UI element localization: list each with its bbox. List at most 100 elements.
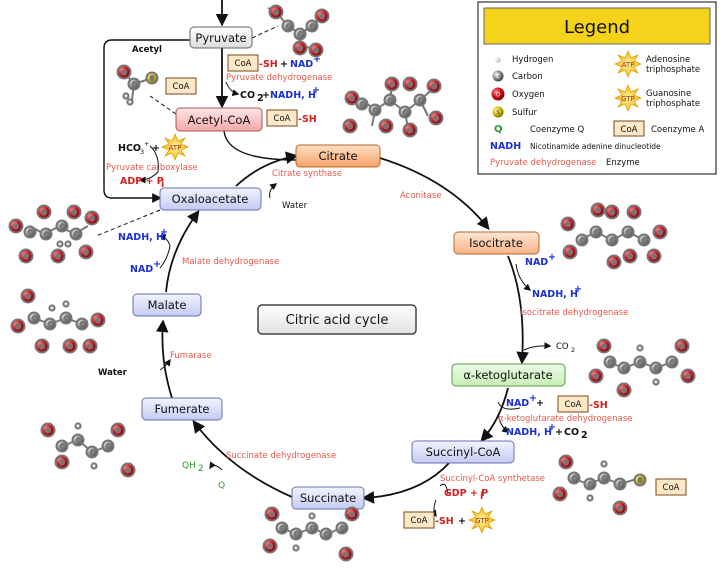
arrow-succinylcoa-to-succinate xyxy=(361,461,451,504)
nad-pdh: NAD xyxy=(290,59,313,70)
molecule-akg xyxy=(588,338,696,398)
qh2-label: QH xyxy=(182,461,196,471)
sh-label-pdh: -SH xyxy=(259,59,278,70)
plus-pdh-out: + xyxy=(262,90,270,101)
node-citrate[interactable]: Citrate xyxy=(295,144,381,168)
idh-cofactors: NAD + NADH, H + CO 2 xyxy=(525,252,582,354)
node-alpha-ketoglutarate[interactable]: α-ketoglutarate xyxy=(451,363,566,387)
gtp-label-scs: GTP xyxy=(475,517,489,525)
nad-idh-sup: + xyxy=(548,252,556,263)
legend-gtp-icon-label: GTP xyxy=(621,95,635,103)
coa-box-cs: CoA xyxy=(274,114,291,124)
molecule-succinate xyxy=(262,506,360,562)
molecule-malate xyxy=(10,288,106,354)
arrow-oxaloacetate-to-citrate xyxy=(235,151,299,187)
arrow-nadh-out-akgdh xyxy=(497,413,510,433)
plus-akgdh-out: + xyxy=(555,427,563,438)
plus-carb: + xyxy=(152,143,160,154)
pointer-pyruvate xyxy=(251,25,279,39)
enzyme-citrate-synthase: Citrate synthase xyxy=(272,169,342,179)
arrow-malate-to-oxaloacetate xyxy=(165,209,200,293)
nadh-idh: NADH, H xyxy=(532,289,578,300)
nad-pdh-sup: + xyxy=(313,54,321,65)
qh2-sub: 2 xyxy=(198,464,204,474)
pdh-inputs: CoA -SH + NAD + xyxy=(227,54,321,72)
nad-idh: NAD xyxy=(525,257,548,268)
arrow-hco3-in xyxy=(149,145,159,173)
node-acetyl-coa[interactable]: Acetyl-CoA xyxy=(175,107,263,132)
node-succinyl-coa[interactable]: Succinyl-CoA xyxy=(411,440,515,464)
enzyme-isocitrate-dehydrogenase: Isocitrate dehydrogenase xyxy=(520,308,628,318)
nadh-akgdh: NADH, H xyxy=(506,427,552,438)
legend-sulfur-label: Sulfur xyxy=(512,108,538,118)
akgdh-cofactors: NAD + + CoA -SH NADH, H + + CO 2 xyxy=(506,393,608,441)
acetyl-label: Acetyl xyxy=(132,45,162,55)
node-fumerate[interactable]: Fumerate xyxy=(141,397,223,421)
legend-title: Legend xyxy=(564,17,630,38)
arrow-nad-in-mdh xyxy=(159,245,171,269)
enzyme-succinyl-coa-synthetase: Succinyl-CoA synthetase xyxy=(440,474,545,484)
arrow-adp-out xyxy=(138,171,159,184)
q-label: Q xyxy=(218,481,225,491)
enzyme-labels: Pyruvate dehydrogenase Pyruvate carboxyl… xyxy=(106,73,633,484)
arrow-water-in-fumarase xyxy=(159,358,171,371)
legend-nadh-symbol: NADH xyxy=(490,141,521,152)
enzyme-pyruvate-carboxylase: Pyruvate carboxylase xyxy=(106,163,198,173)
arrow-isocitrate-to-akg xyxy=(507,255,529,365)
gdp-pi-sub: i xyxy=(480,491,483,502)
node-succinate[interactable]: Succinate xyxy=(291,486,365,510)
molecule-pyruvate xyxy=(267,4,330,58)
node-succinyl-coa-label: Succinyl-CoA xyxy=(426,445,501,459)
legend-carbon-label: Carbon xyxy=(512,72,543,82)
legend-coenzyme-a: CoA Coenzyme A xyxy=(613,120,704,137)
hco3-label: HCO xyxy=(118,143,141,154)
legend-hydrogen: Hydrogen xyxy=(495,55,553,65)
enzyme-fumarase: Fumarase xyxy=(170,351,212,361)
node-pyruvate[interactable]: Pyruvate xyxy=(189,26,253,49)
nadh-idh-sup: + xyxy=(574,284,582,295)
pointer-acetylcoa xyxy=(149,95,177,115)
carboxylase-inputs: HCO 3 + + ATP ADP + P i xyxy=(118,133,189,190)
arrow-succinate-to-fumerate xyxy=(192,419,293,498)
arrow-gtp-out xyxy=(429,499,437,518)
pdh-outputs: CO 2 + NADH, H + xyxy=(240,85,320,104)
co2-idh-sub: 2 xyxy=(571,346,575,354)
node-citrate-label: Citrate xyxy=(318,149,357,163)
co2-akgdh: CO xyxy=(564,427,579,438)
water-fumarase: Water xyxy=(98,368,128,378)
node-fumerate-label: Fumerate xyxy=(155,402,210,416)
hco3-sup: + xyxy=(144,140,149,148)
enzyme-aconitase: Aconitase xyxy=(400,191,442,201)
coa-box-acetyl: CoA xyxy=(173,82,190,92)
sdh-cofactors: QH 2 Q xyxy=(182,461,225,491)
molecule-oxaloacetate xyxy=(8,204,100,264)
enzyme-pyruvate-dehydrogenase: Pyruvate dehydrogenase xyxy=(226,73,332,83)
node-oxaloacetate-label: Oxaloacetate xyxy=(172,192,249,206)
legend: Legend Hydrogen Carbon Oxygen Sulfur ATP… xyxy=(477,1,717,175)
node-isocitrate[interactable]: Isocitrate xyxy=(453,231,540,255)
arrow-nad-in-akgdh xyxy=(497,401,521,410)
nadh-pdh: NADH, H xyxy=(270,90,316,101)
legend-coa-symbol: CoA xyxy=(621,125,638,135)
co2-pdh-sub: 2 xyxy=(257,93,264,104)
co2-idh: CO xyxy=(556,342,569,352)
nadh-akgdh-sup: + xyxy=(548,422,556,433)
arrow-fumerate-to-malate xyxy=(155,319,173,399)
node-malate[interactable]: Malate xyxy=(132,293,202,317)
nadh-mdh: NADH, H xyxy=(118,232,164,243)
arrow-co2-out-pdh xyxy=(225,81,240,97)
pointer-oxaloacetate xyxy=(95,209,161,237)
enzyme-succinate-dehydrogenase: Succinate dehydrogenase xyxy=(226,451,336,461)
hco3-sub: 3 xyxy=(140,148,144,156)
acetylcoa-coash: CoA -SH xyxy=(266,109,317,127)
node-oxaloacetate[interactable]: Oxaloacetate xyxy=(159,187,262,211)
arrow-nadh-out-idh xyxy=(515,263,532,291)
legend-coa-label: Coenzyme A xyxy=(651,125,704,135)
sh-label-scs: -SH xyxy=(435,516,454,527)
gdp-pi-label: GDP + P xyxy=(444,488,488,499)
arrow-citrate-to-isocitrate xyxy=(379,157,490,230)
